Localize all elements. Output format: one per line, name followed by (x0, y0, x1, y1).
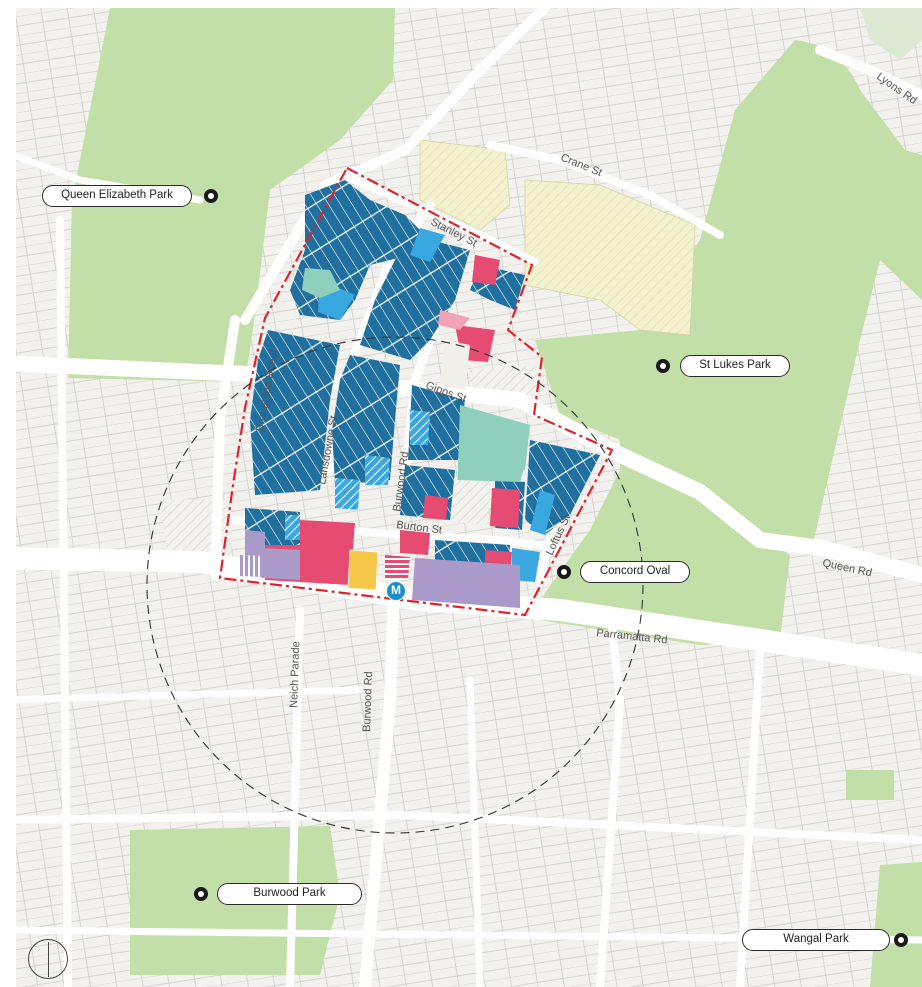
park-marker-icon (656, 359, 670, 373)
land-use-parcels (240, 180, 600, 608)
street-label-neich-parade: Neich Parade (288, 641, 302, 708)
park-label-queen-elizabeth-park[interactable]: Queen Elizabeth Park (42, 185, 192, 207)
metro-station-icon[interactable]: M (386, 581, 406, 601)
park-label-concord-oval[interactable]: Concord Oval (580, 561, 690, 583)
park-label-burwood-park[interactable]: Burwood Park (217, 883, 362, 905)
park-label-wangal-park[interactable]: Wangal Park (742, 929, 890, 951)
park-label-st-lukes-park[interactable]: St Lukes Park (680, 355, 790, 377)
walking-catchment-circle (146, 336, 644, 834)
north-arrow-needle (48, 942, 50, 977)
north-arrow-icon (28, 939, 68, 979)
park-marker-icon (194, 887, 208, 901)
st-lukes-park-area (535, 40, 922, 548)
precinct-boundary (218, 166, 614, 617)
queen-elizabeth-park-area (68, 8, 395, 382)
street-label-burton-st: Burton St (396, 519, 443, 536)
street-label-burwood-rd-south: Burwood Rd (361, 671, 375, 732)
park-marker-icon (894, 933, 908, 947)
park-marker-icon (204, 189, 218, 203)
park-marker-icon (557, 565, 571, 579)
wangal-park-area (870, 862, 922, 987)
